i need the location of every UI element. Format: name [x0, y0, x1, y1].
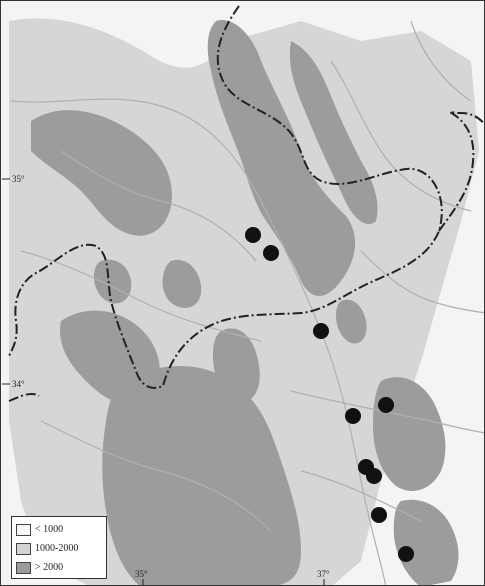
legend-swatch-mid — [16, 542, 31, 555]
site-marker[interactable] — [378, 397, 394, 413]
rivers — [10, 20, 484, 585]
legend-swatch-low — [16, 523, 31, 536]
site-marker[interactable] — [313, 323, 329, 339]
site-marker[interactable] — [263, 245, 279, 261]
legend-label: > 2000 — [35, 562, 64, 573]
legend-label: < 1000 — [35, 524, 64, 535]
legend-swatch-high — [16, 561, 31, 574]
site-markers — [245, 227, 414, 562]
international-border — [8, 5, 484, 402]
site-marker[interactable] — [398, 546, 414, 562]
site-marker[interactable] — [345, 408, 361, 424]
elevation-legend: < 1000 1000-2000 > 2000 — [11, 516, 107, 579]
lat-label-lower: 34° — [12, 379, 25, 389]
graticule-ticks — [2, 178, 325, 585]
lon-label-right: 37° — [317, 569, 330, 579]
legend-row: > 2000 — [16, 558, 102, 577]
lat-label-upper: 35° — [12, 174, 25, 184]
legend-label: 1000-2000 — [35, 543, 79, 554]
site-marker[interactable] — [245, 227, 261, 243]
high-elevation-zones — [31, 20, 459, 585]
legend-row: < 1000 — [16, 520, 102, 539]
lon-label-left: 35° — [135, 569, 148, 579]
site-marker[interactable] — [371, 507, 387, 523]
site-marker[interactable] — [366, 468, 382, 484]
legend-row: 1000-2000 — [16, 539, 102, 558]
